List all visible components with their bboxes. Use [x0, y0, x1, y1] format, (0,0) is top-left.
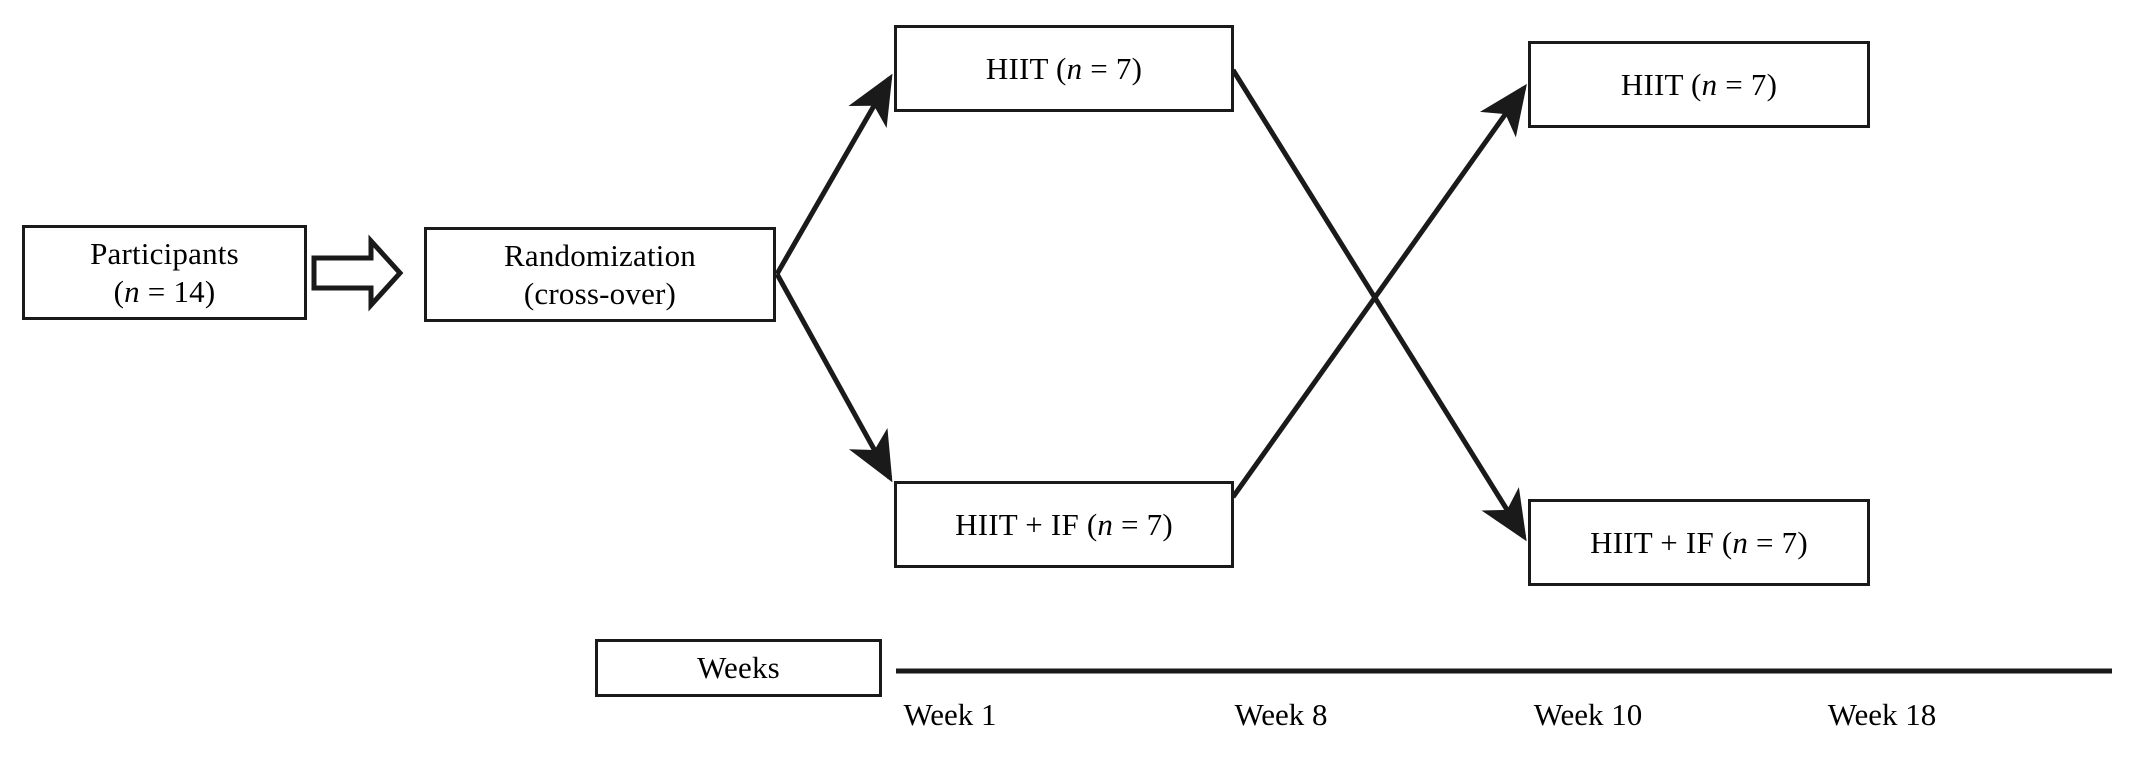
node-weeks-legend: Weeks — [595, 639, 882, 697]
edge-randomization-to-hiit-if — [774, 272, 893, 483]
weeks-legend-label: Weeks — [697, 650, 780, 686]
node-hiit-period-1-label: HIIT (n = 7) — [985, 50, 1143, 86]
node-participants-line2: (n = 14) — [113, 273, 216, 309]
node-randomization-line1: Randomization — [503, 237, 696, 273]
node-hiit-period-2: HIIT (n = 7) — [1528, 41, 1870, 128]
edge-crossover-hiit-to-hiit-if — [1230, 68, 1527, 542]
node-hiit-period-1: HIIT (n = 7) — [894, 25, 1234, 112]
timeline-tick-week-10: Week 10 — [1533, 697, 1643, 732]
node-randomization: Randomization (cross-over) — [424, 227, 776, 322]
block-arrow-participants-to-randomization — [311, 234, 404, 312]
timeline-tick-week-1: Week 1 — [903, 697, 997, 732]
node-participants: Participants (n = 14) — [22, 225, 307, 320]
node-hiit-if-period-1-label: HIIT + IF (n = 7) — [955, 506, 1173, 542]
edge-randomization-to-hiit — [774, 73, 893, 276]
node-randomization-line2: (cross-over) — [523, 275, 677, 311]
node-hiit-if-period-1: HIIT + IF (n = 7) — [894, 481, 1234, 568]
node-participants-line1: Participants — [90, 235, 239, 271]
node-hiit-period-2-label: HIIT (n = 7) — [1620, 66, 1778, 102]
edge-crossover-hiit-if-to-hiit — [1230, 83, 1527, 499]
timeline-tick-week-18: Week 18 — [1827, 697, 1937, 732]
node-hiit-if-period-2: HIIT + IF (n = 7) — [1528, 499, 1870, 586]
timeline-tick-week-8: Week 8 — [1234, 697, 1328, 732]
node-hiit-if-period-2-label: HIIT + IF (n = 7) — [1590, 524, 1808, 560]
